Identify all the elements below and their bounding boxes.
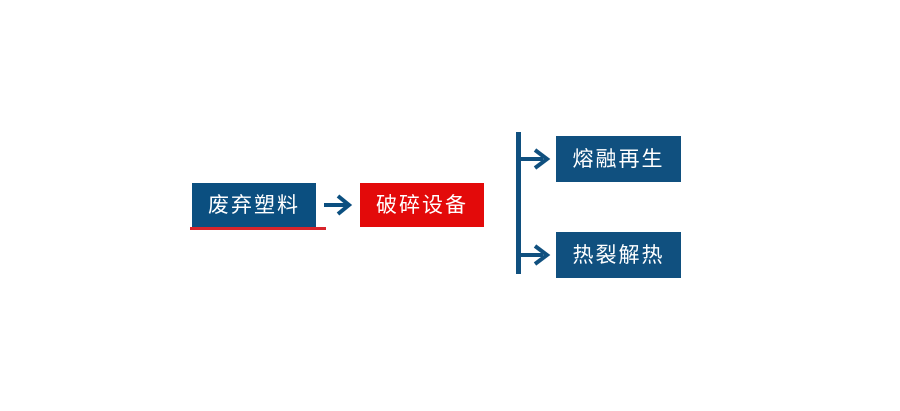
node-melt-regeneration[interactable]: 熔融再生 [556,136,681,182]
node-crushing-equipment-label: 破碎设备 [376,192,468,217]
node-waste-plastic-label: 废弃塑料 [208,192,300,217]
branch-connector-icon [510,128,558,278]
node-melt-regeneration-label: 熔融再生 [572,146,665,171]
node-pyrolysis-heat-label: 热裂解热 [572,242,665,267]
node-crushing-equipment[interactable]: 破碎设备 [360,183,484,227]
node-waste-plastic-underline [190,227,326,230]
node-pyrolysis-heat[interactable]: 热裂解热 [556,232,681,278]
arrow-right-icon [322,190,354,220]
node-waste-plastic[interactable]: 废弃塑料 [192,183,316,227]
